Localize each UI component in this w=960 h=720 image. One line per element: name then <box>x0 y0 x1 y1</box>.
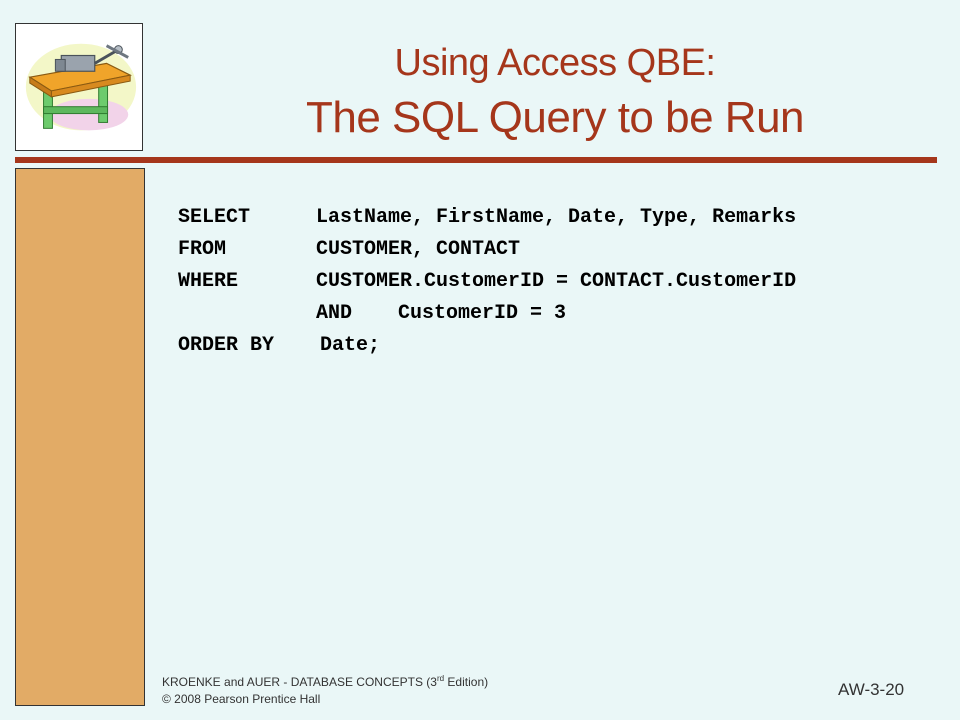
sql-row-order-by: ORDER BY Date; <box>178 330 380 362</box>
sql-keyword: AND <box>316 302 353 325</box>
sql-row-where: WHERE CUSTOMER.CustomerID = CONTACT.Cust… <box>178 266 796 298</box>
slide-title-line2: The SQL Query to be Run <box>305 93 805 142</box>
side-panel <box>15 168 145 706</box>
sql-clause: LastName, FirstName, Date, Type, Remarks <box>316 206 797 229</box>
sql-row-from: FROM CUSTOMER, CONTACT <box>178 234 520 266</box>
workbench-vise-icon <box>25 43 137 131</box>
sql-keyword: SELECT <box>178 206 251 229</box>
sql-clause: CUSTOMER, CONTACT <box>316 238 521 261</box>
sql-query-block: SELECT LastName, FirstName, Date, Type, … <box>178 202 796 362</box>
sql-row-select: SELECT LastName, FirstName, Date, Type, … <box>178 202 796 234</box>
slide-title-line1: Using Access QBE: <box>394 42 716 84</box>
footer-copyright: © 2008 Pearson Prentice Hall <box>162 692 321 706</box>
sql-row-and: AND CustomerID = 3 <box>178 298 566 330</box>
slide-number: AW-3-20 <box>838 680 905 699</box>
footer-credits: KROENKE and AUER - DATABASE CONCEPTS (3r… <box>162 670 488 708</box>
sql-clause: CUSTOMER.CustomerID = CONTACT.CustomerID <box>316 270 797 293</box>
sql-clause: Date; <box>320 334 381 357</box>
sql-clause: CustomerID = 3 <box>398 302 567 325</box>
title-divider <box>15 157 937 163</box>
sql-keyword: WHERE <box>178 270 239 293</box>
sql-keyword: ORDER BY <box>178 334 275 357</box>
sql-keyword: FROM <box>178 238 227 261</box>
footer-authors: KROENKE and AUER - DATABASE CONCEPTS (3r… <box>162 674 489 689</box>
logo-workbench <box>15 23 143 151</box>
